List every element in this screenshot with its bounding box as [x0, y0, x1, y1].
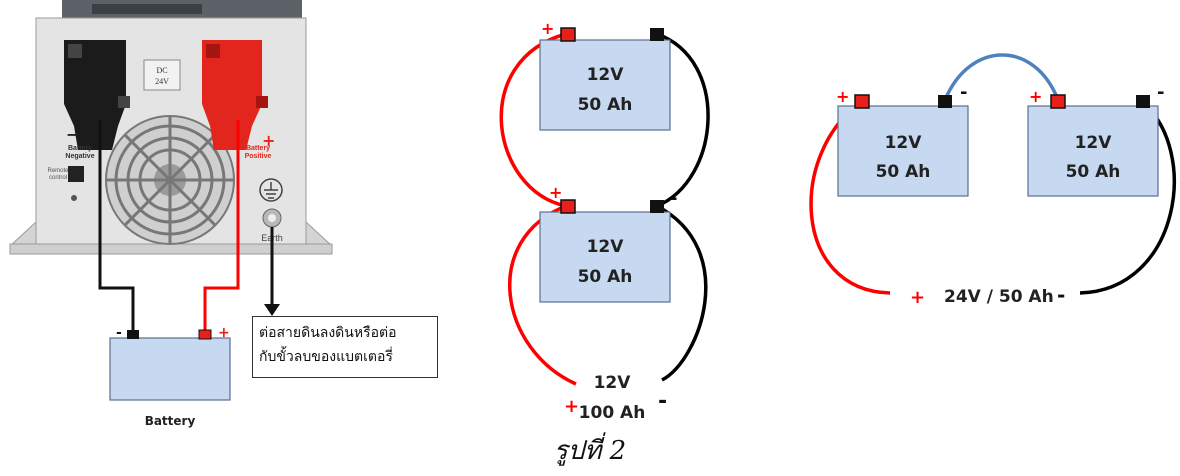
negative-screw-1	[68, 44, 82, 58]
series-link-wire	[943, 53, 1060, 101]
left-battery-negative-terminal	[127, 330, 139, 339]
parallel-negative-link	[656, 32, 710, 208]
left-battery-body	[109, 337, 231, 401]
series-battery-1	[837, 105, 969, 197]
left-battery-positive-terminal	[198, 329, 212, 340]
negative-mark: −	[66, 125, 79, 144]
remote-port-icon	[68, 166, 84, 182]
battery-negative-label: Battery	[68, 145, 92, 152]
earth-stud-center	[268, 214, 276, 222]
parallel-battery-2-positive-terminal	[560, 199, 576, 214]
fan-spoke-d2	[123, 133, 217, 227]
parallel-result-voltage: 12V	[594, 373, 632, 393]
earth-note-line-2: กับขั้วลบของแบตเตอรี่	[259, 349, 393, 365]
earth-note-box: ต่อสายดินลงดินหรือต่อ กับขั้วลบของแบตเตอ…	[252, 316, 438, 378]
dc-label: DC	[156, 66, 167, 75]
series-battery-1-negative-terminal	[938, 95, 952, 108]
positive-wire	[203, 120, 240, 330]
inverter-base	[9, 243, 333, 255]
series-result-minus: -	[1057, 283, 1065, 307]
parallel-battery-1	[539, 39, 671, 131]
inverter-wires	[98, 120, 280, 330]
series-negative-output	[1079, 100, 1176, 295]
parallel-battery-2-capacity: 50 Ah	[578, 267, 633, 287]
panel-screw	[71, 195, 77, 201]
parallel-battery-1-voltage: 12V	[587, 65, 625, 85]
series-result-label: 24V / 50 Ah	[944, 287, 1054, 307]
negative-screw-2	[118, 96, 130, 108]
remote-control-sublabel: control	[49, 175, 67, 181]
battery-positive-sublabel: Positive	[245, 153, 272, 160]
negative-wire	[98, 120, 135, 330]
inverter-unit: DC 24V − + Battery Negative Battery Posi…	[9, 0, 333, 255]
parallel-battery-1-positive-terminal	[560, 27, 576, 42]
parallel-battery-2-minus: -	[670, 188, 677, 209]
earth-symbol-icon	[259, 178, 283, 202]
parallel-negative-output	[656, 204, 708, 382]
negative-terminal-cover	[64, 40, 126, 150]
series-result-plus: +	[910, 287, 925, 308]
positive-terminal-cover	[202, 40, 262, 150]
battery-negative-sublabel: Negative	[65, 153, 94, 160]
down-arrow-icon	[264, 304, 280, 316]
series-battery-1-positive-terminal	[854, 94, 870, 109]
battery-positive-label: Battery	[246, 145, 270, 152]
parallel-result-minus: -	[658, 389, 667, 414]
series-battery-2-plus: +	[1029, 87, 1042, 106]
series-battery-1-voltage: 12V	[885, 133, 923, 153]
series-battery-1-minus: -	[960, 82, 967, 103]
parallel-battery-1-plus: +	[541, 19, 554, 38]
series-battery-2	[1027, 105, 1159, 197]
series-battery-2-minus: -	[1157, 82, 1164, 103]
parallel-result-plus: +	[564, 396, 579, 417]
parallel-battery-2	[539, 211, 671, 303]
parallel-battery-1-negative-terminal	[650, 28, 664, 41]
inverter-top-slot	[92, 4, 202, 14]
remote-control-label: Remote	[47, 168, 69, 174]
series-configuration: + - 12V 50 Ah + - 12V 50 Ah + 24V / 50 A…	[809, 53, 1176, 308]
left-battery-minus: -	[116, 325, 122, 341]
parallel-battery-2-negative-terminal	[650, 200, 664, 213]
parallel-battery-2-voltage: 12V	[587, 237, 625, 257]
series-battery-2-capacity: 50 Ah	[1066, 162, 1121, 182]
positive-mark: +	[262, 131, 275, 150]
positive-screw-1	[206, 44, 220, 58]
parallel-battery-2-plus: +	[549, 183, 562, 202]
figure-caption: รูปที่ 2	[553, 436, 627, 466]
left-battery-plus: +	[218, 325, 230, 341]
earth-note-line-1: ต่อสายดินลงดินหรือต่อ	[259, 325, 397, 341]
series-battery-2-negative-terminal	[1136, 95, 1150, 108]
left-battery-label: Battery	[145, 414, 196, 428]
dc-sticker	[143, 59, 181, 91]
parallel-positive-link	[499, 32, 567, 208]
series-battery-2-positive-terminal	[1050, 94, 1066, 109]
series-battery-2-voltage: 12V	[1075, 133, 1113, 153]
positive-screw-2	[256, 96, 268, 108]
parallel-configuration: + 12V 50 Ah + - 12V 50 Ah 12V 100 Ah + -	[499, 19, 710, 423]
parallel-result-capacity: 100 Ah	[579, 403, 646, 423]
dc-voltage-label: 24V	[155, 77, 169, 86]
series-battery-1-capacity: 50 Ah	[876, 162, 931, 182]
parallel-positive-output	[508, 204, 577, 386]
series-battery-1-plus: +	[836, 87, 849, 106]
parallel-battery-1-capacity: 50 Ah	[578, 95, 633, 115]
left-battery: - + Battery	[109, 325, 231, 428]
